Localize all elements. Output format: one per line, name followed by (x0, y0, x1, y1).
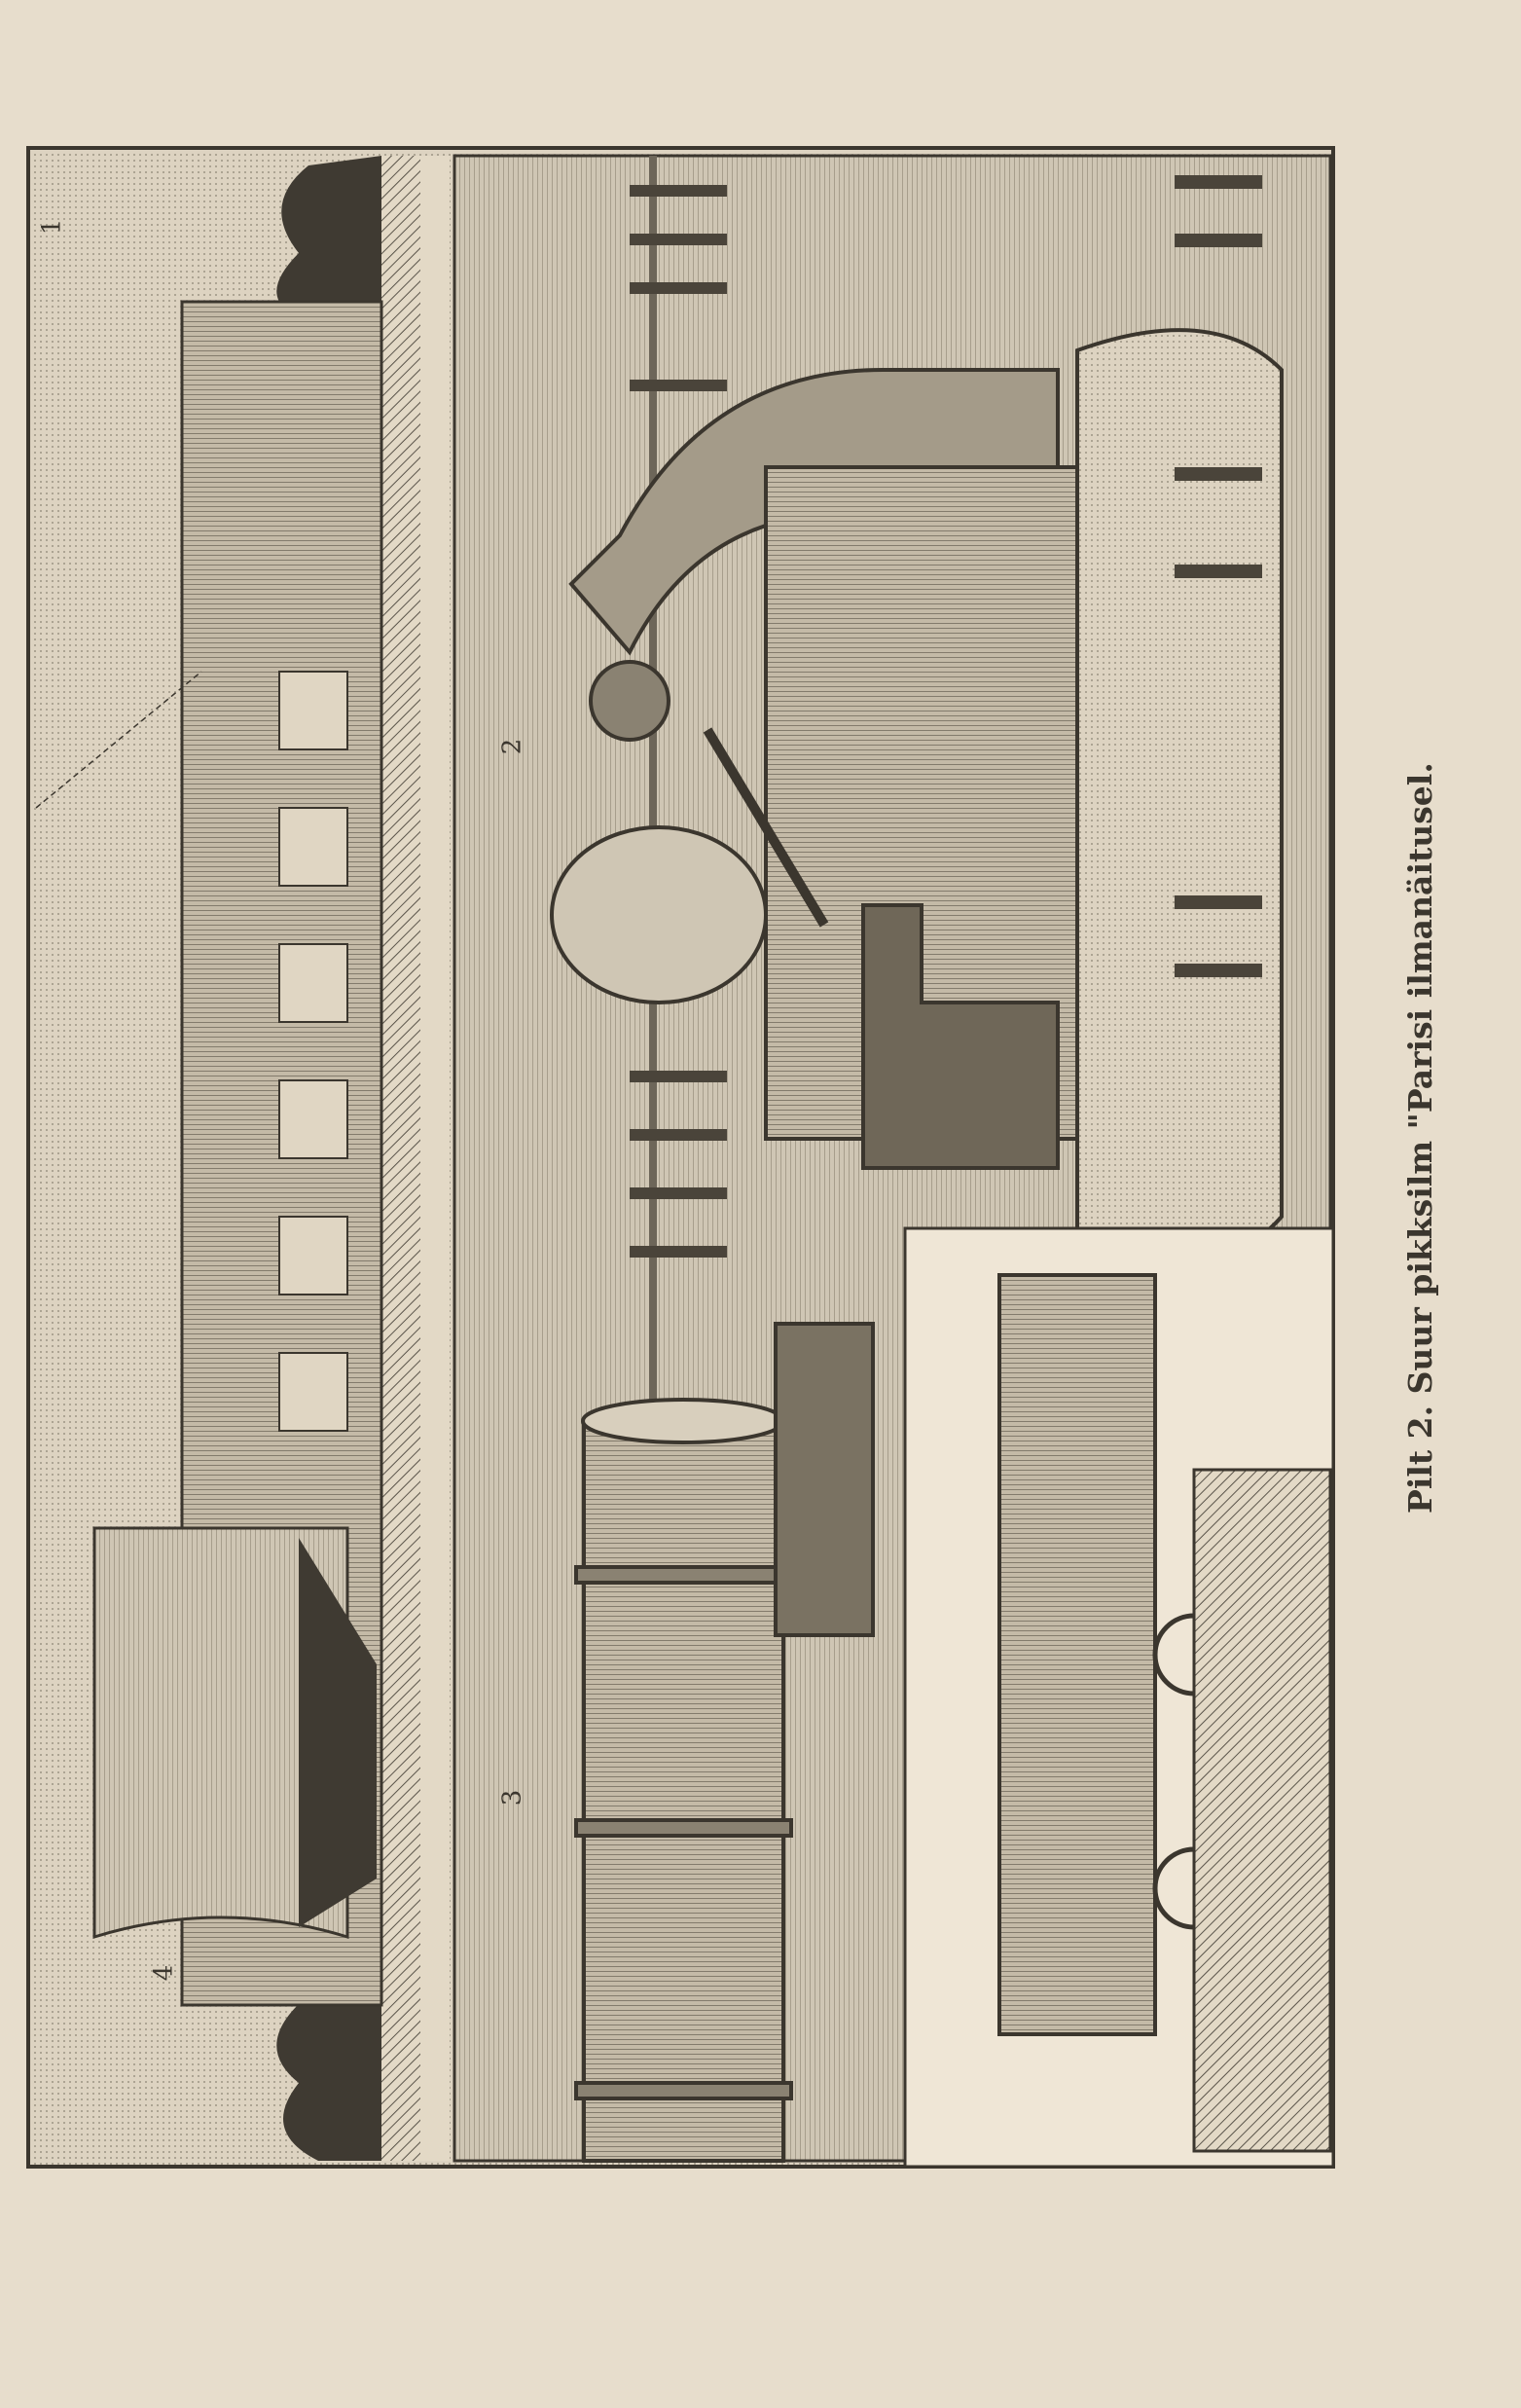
caption-text: Suur pikksilm "Parisi ilmanäitusel. (1401, 762, 1439, 1395)
telescope-tube (574, 1322, 875, 2163)
telescope-mount (550, 328, 1284, 1263)
figure-caption: Pilt 2. Suur pikksilm "Parisi ilmanäitus… (1401, 762, 1440, 1514)
caption-number: Pilt 2. (1401, 1405, 1439, 1514)
panel-label-2: 2 (497, 738, 527, 755)
panel-label-4: 4 (149, 1964, 179, 1982)
telescope-engraving (26, 146, 1335, 2169)
tree (276, 156, 381, 321)
mirror-disc (550, 825, 768, 1004)
tree (276, 1986, 381, 2161)
panel-label-1: 1 (37, 218, 67, 236)
engraving-illustration (26, 146, 1335, 2169)
tube-carriage-inset (903, 1226, 1335, 2169)
visitor-figures (630, 175, 1262, 1258)
exhibition-building-panel (35, 156, 450, 2161)
globe-pavilion (92, 1526, 349, 1940)
panel-label-3: 3 (497, 1789, 527, 1806)
